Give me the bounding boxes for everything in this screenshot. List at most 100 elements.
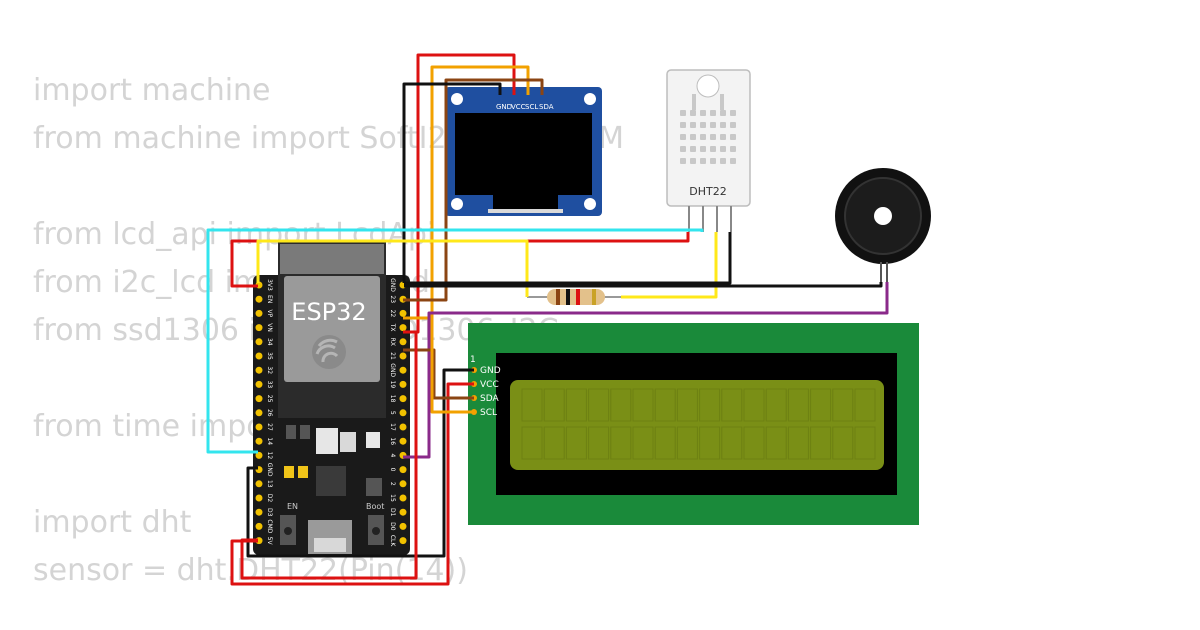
esp32-right-pin[interactable] [399,366,407,374]
esp32-right-pin[interactable] [399,338,407,346]
lcd-char-cell [632,388,654,422]
lcd-char-cell [854,426,876,460]
esp32-right-pin-label: D1 [389,508,396,517]
oled-display[interactable]: GND VCC SCL SDA [445,87,602,216]
wire-lcd-vcc[interactable] [230,382,474,586]
wire-dht-pullup[interactable] [256,232,718,299]
lcd1602-display[interactable]: 1 GND VCC SDA SCL [468,323,919,525]
dht22-vent-hole [710,146,716,152]
esp32-left-pin[interactable] [255,508,263,516]
oled-pin-scl: SCL [525,103,538,111]
esp32-left-pin[interactable] [255,366,263,374]
esp32-right-pin[interactable] [399,423,407,431]
esp32-left-pin[interactable] [255,309,263,317]
esp32-left-pin[interactable] [255,352,263,360]
esp32-left-pin-label: 33 [266,381,273,389]
esp32-right-pin-label: 4 [389,453,396,457]
wire-dht-data[interactable] [206,228,704,454]
dht22-vent-hole [730,134,736,140]
wire-oled-scl[interactable] [403,65,530,320]
esp32-left-pin-label: 35 [266,352,273,360]
en-button-label: EN [287,502,298,511]
esp32-right-pin[interactable] [399,380,407,388]
lcd-pin-gnd: GND [480,366,501,376]
wire-lcd-scl[interactable] [430,318,474,414]
dht22-vent-hole [720,158,726,164]
dht22-vent-hole [710,110,716,116]
resistor-icon[interactable] [527,289,621,305]
esp32-right-pin[interactable] [399,409,407,417]
esp32-right-pin[interactable] [399,522,407,530]
dht22-vent-hole [710,158,716,164]
dht22-vent-hole [680,122,686,128]
lcd-char-cell [810,388,832,422]
lcd-char-cell [787,388,809,422]
esp32-left-pin[interactable] [255,480,263,488]
wire-buzzer-signal[interactable] [403,282,889,459]
lcd-char-cell [743,388,765,422]
lcd-char-cell [765,388,787,422]
lcd-char-cell [832,388,854,422]
lcd-char-cell [721,426,743,460]
esp32-right-pin[interactable] [399,324,407,332]
lcd-char-cell [743,426,765,460]
dht22-vent-hole [690,158,696,164]
lcd-char-cell [787,426,809,460]
wire-power-loop[interactable] [240,332,418,580]
dht22-vent-hole [720,146,726,152]
dht22-sensor[interactable]: DHT22 [666,69,751,232]
wire-buzzer-gnd[interactable] [404,282,883,288]
lcd-char-cell [543,388,565,422]
wire-oled-gnd[interactable] [402,82,502,283]
esp32-right-pin-label: 2 [389,482,396,486]
code-line-11: sensor = dht.DHT22(Pin(14)) [33,553,468,588]
esp32-left-pin[interactable] [255,423,263,431]
esp32-left-pin[interactable] [255,380,263,388]
esp32-right-pin[interactable] [399,309,407,317]
esp32-left-pin-label: 3V3 [266,279,273,291]
esp32-left-pin-label: GND [266,463,273,477]
esp32-right-pin[interactable] [399,480,407,488]
wire-lcd-sda[interactable] [403,348,474,400]
oled-pin-gnd: GND [496,103,512,111]
esp32-left-pin[interactable] [255,409,263,417]
esp32-right-pin-label: 23 [389,295,396,303]
module-shield [284,276,380,382]
dht22-vent-hole [710,134,716,140]
usb-uart-chip [316,466,346,496]
dht22-vent-hole [720,110,726,116]
dht22-label: DHT22 [689,185,726,198]
wire-lcd-gnd[interactable] [246,368,474,558]
esp32-left-pin[interactable] [255,451,263,459]
esp32-left-pin-label: 5V [266,537,273,546]
esp32-right-pin[interactable] [399,466,407,474]
dht22-vent-hole [690,110,696,116]
esp32-left-pin[interactable] [255,324,263,332]
esp32-right-pin[interactable] [399,508,407,516]
esp32-right-pin[interactable] [399,437,407,445]
buzzer-icon[interactable] [835,168,931,282]
esp32-right-pin[interactable] [399,537,407,545]
dht22-vent-hole [690,122,696,128]
esp32-right-pin[interactable] [399,494,407,502]
dht22-vent-hole [700,110,706,116]
wire-oled-sda[interactable] [403,78,544,302]
esp32-left-pin-label: EN [266,295,273,303]
wire-dht-gnd[interactable] [404,232,732,285]
esp32-left-pin[interactable] [255,522,263,530]
esp32-left-pin[interactable] [255,295,263,303]
esp32-left-pin-label: D2 [266,494,273,503]
esp32-right-pin-label: 18 [389,395,396,403]
esp32-right-pin[interactable] [399,395,407,403]
dht22-vent-hole [710,122,716,128]
esp32-left-pin-label: 32 [266,366,273,374]
esp32-right-pin[interactable] [399,352,407,360]
dht22-vent-hole [680,146,686,152]
esp32-left-pin[interactable] [255,494,263,502]
esp32-left-pin[interactable] [255,395,263,403]
wire-dht-vcc[interactable] [230,232,690,288]
esp32-left-pin[interactable] [255,437,263,445]
esp32-board[interactable]: ESP32 EN Boot 3V3ENVPVN34353233252627141… [253,242,410,555]
esp32-left-pin[interactable] [255,338,263,346]
wires [206,53,889,586]
